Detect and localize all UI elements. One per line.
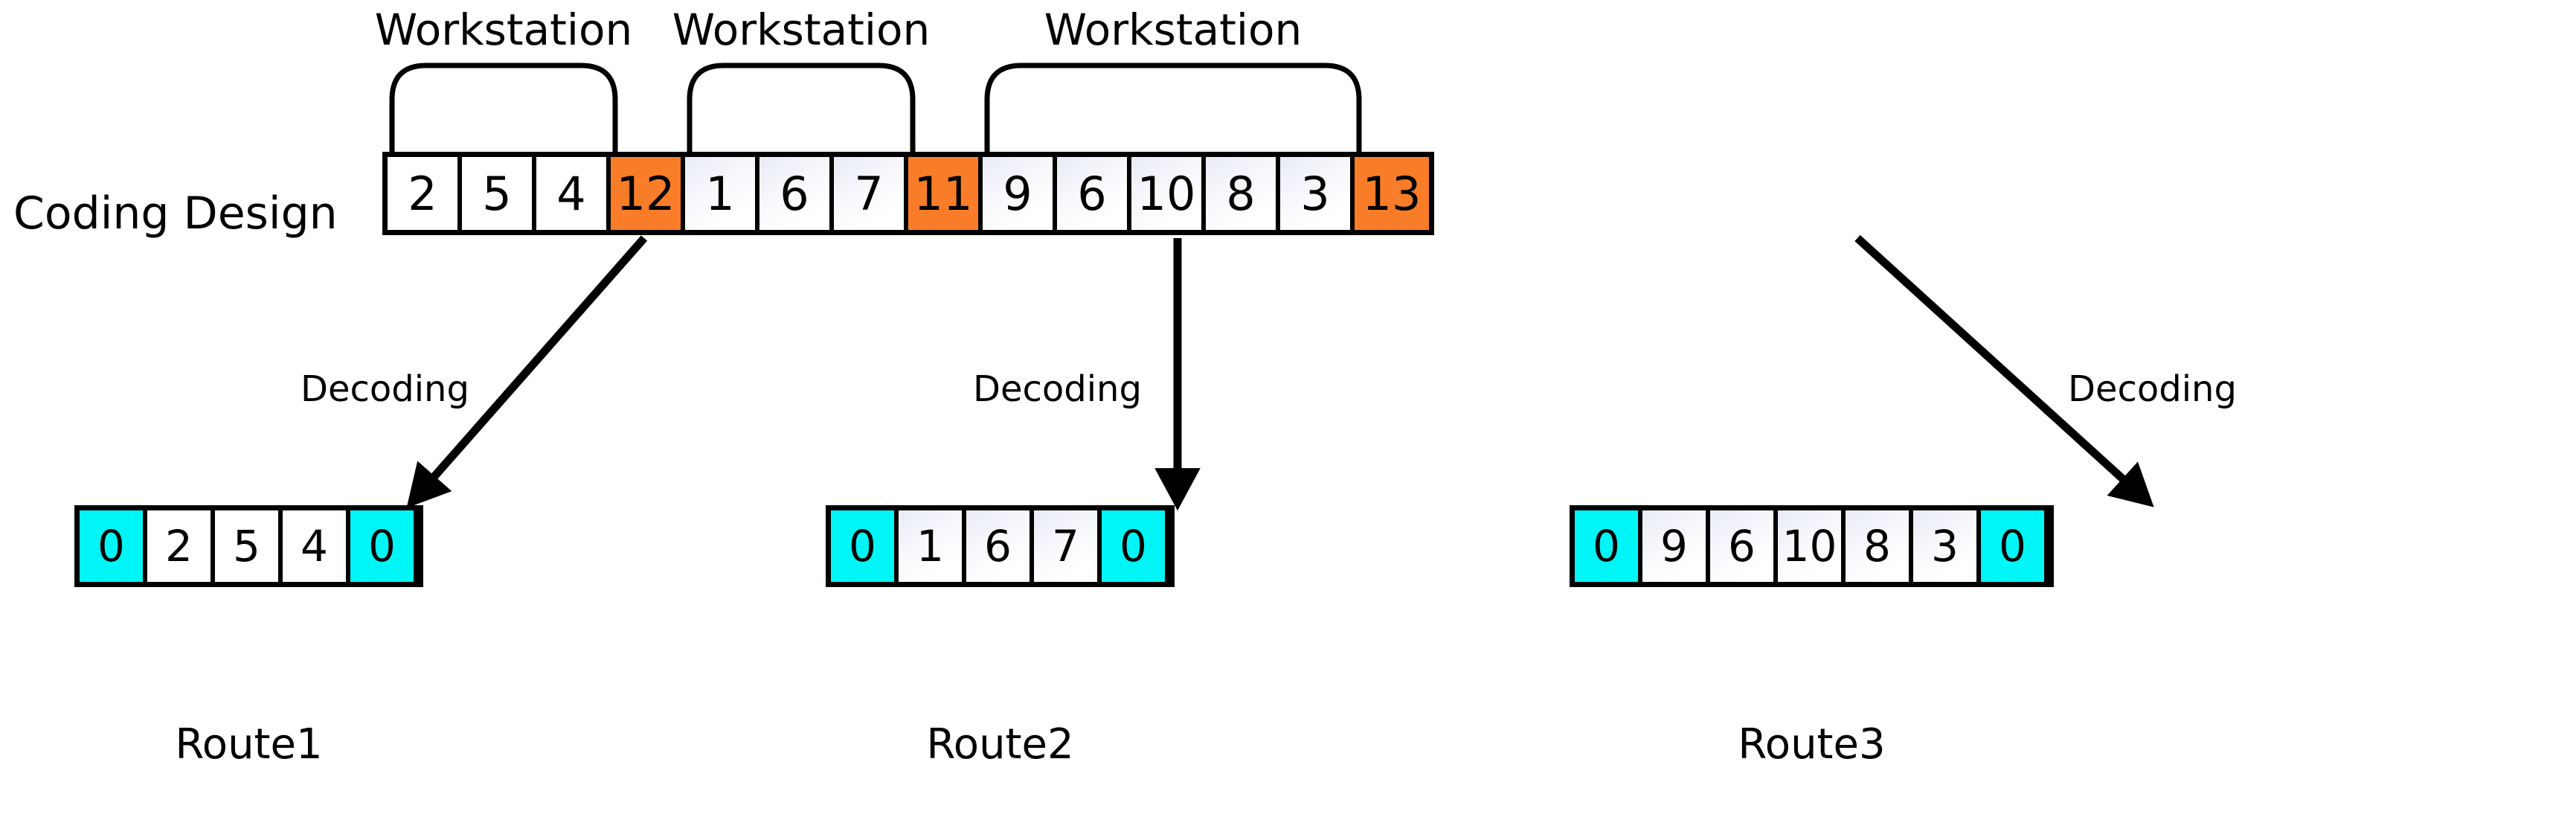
- coding-cell-job: 6: [1057, 157, 1131, 230]
- coding-cell-separator: 12: [611, 157, 685, 230]
- workstation-brace: [687, 63, 916, 156]
- coding-cell-job: 2: [388, 157, 462, 230]
- coding-design-label: Coding Design: [13, 188, 338, 240]
- route-cell-depot: 0: [1575, 510, 1642, 582]
- coding-cell-job: 7: [834, 157, 908, 230]
- workstation-label-2: Workstation: [672, 4, 931, 55]
- route-cell-depot: 0: [1981, 510, 2049, 582]
- workstation-label-1: Workstation: [374, 4, 633, 55]
- route-cell-job: 3: [1913, 510, 1981, 582]
- workstation-brace: [389, 63, 618, 156]
- workstation-braces: [389, 63, 1362, 156]
- coding-cell-job: 8: [1206, 157, 1280, 230]
- decoding-label-2: Decoding: [973, 368, 1142, 410]
- coding-cell-job: 4: [536, 157, 611, 230]
- route-cell-job: 6: [966, 510, 1034, 582]
- route-cell-job: 2: [147, 510, 215, 582]
- route-cell-depot: 0: [80, 510, 147, 582]
- coding-cell-job: 6: [759, 157, 834, 230]
- coding-cell-separator: 11: [908, 157, 983, 230]
- route-cell-depot: 0: [831, 510, 899, 582]
- coding-cell-job: 1: [685, 157, 759, 230]
- route-cell-job: 8: [1846, 510, 1913, 582]
- coding-cell-job: 10: [1131, 157, 1206, 230]
- route-cell-job: 7: [1034, 510, 1102, 582]
- decoding-label-1: Decoding: [301, 368, 469, 410]
- workstation-brace: [984, 63, 1362, 156]
- coding-cell-job: 5: [462, 157, 536, 230]
- route-label-2: Route2: [926, 720, 1074, 769]
- route-cell-job: 5: [215, 510, 283, 582]
- route-cell-job: 4: [283, 510, 350, 582]
- decoding-label-3: Decoding: [2068, 368, 2237, 410]
- decoding-arrows: [406, 234, 2154, 511]
- workstation-label-3: Workstation: [1044, 4, 1303, 55]
- route-label-3: Route3: [1738, 720, 1886, 769]
- coding-cell-job: 3: [1280, 157, 1355, 230]
- route-cell-job: 6: [1710, 510, 1778, 582]
- coding-cell-separator: 13: [1355, 157, 1429, 230]
- route-cell-depot: 0: [350, 510, 418, 582]
- route-cell-job: 10: [1778, 510, 1846, 582]
- route-label-1: Route1: [175, 720, 323, 769]
- route-cell-depot: 0: [1102, 510, 1169, 582]
- coding-cell-job: 9: [983, 157, 1057, 230]
- route-cell-job: 1: [899, 510, 966, 582]
- route-cell-job: 9: [1642, 510, 1710, 582]
